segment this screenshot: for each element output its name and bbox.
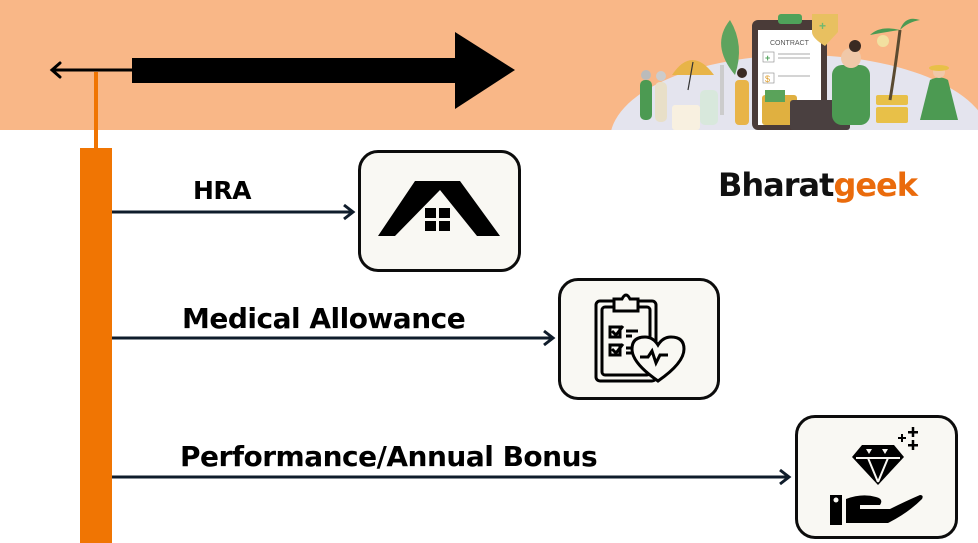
suitcase: [876, 95, 908, 105]
wallet: [762, 95, 797, 125]
svg-text:+: +: [819, 19, 826, 33]
brand-logo: Bharatgeek: [718, 166, 918, 204]
hra-arrowhead-icon: [343, 203, 356, 221]
brand-part-1: Bharat: [718, 166, 834, 204]
medical-clipboard-heart-icon: [594, 293, 686, 383]
medical-arrowhead-icon: [543, 329, 556, 347]
hra-label: HRA: [193, 176, 252, 205]
contract-text: CONTRACT: [770, 40, 810, 47]
umbrella-icon: [672, 60, 714, 75]
svg-text:$: $: [765, 74, 770, 84]
diamond-hand-icon: [829, 427, 923, 525]
hand-icon: [829, 495, 923, 525]
insurance-benefits-illustration: CONTRACT + $ +: [611, 14, 978, 130]
svg-text:+: +: [765, 53, 770, 63]
leaf-decoration: [721, 20, 739, 75]
bonus-icon-box: [795, 415, 958, 539]
person: [735, 80, 749, 125]
house-icon: [377, 181, 500, 236]
person: [832, 65, 870, 125]
shield-icon: [812, 14, 838, 46]
big-right-arrow-shaft: [132, 58, 458, 83]
bonus-arrowhead-icon: [779, 468, 792, 486]
diamond-icon: [851, 445, 904, 485]
bonus-label: Performance/Annual Bonus: [180, 440, 598, 473]
hra-icon-box: [358, 150, 521, 272]
timeline-bar: [80, 148, 112, 543]
palm-tree: [870, 18, 920, 35]
medical-icon-box: [558, 278, 720, 400]
medical-allowance-label: Medical Allowance: [182, 302, 466, 335]
brand-part-2: geek: [833, 166, 918, 204]
sun: [877, 35, 889, 47]
sparkle-icon: [897, 427, 918, 450]
person: [920, 77, 958, 120]
big-right-arrow-head: [455, 32, 515, 109]
